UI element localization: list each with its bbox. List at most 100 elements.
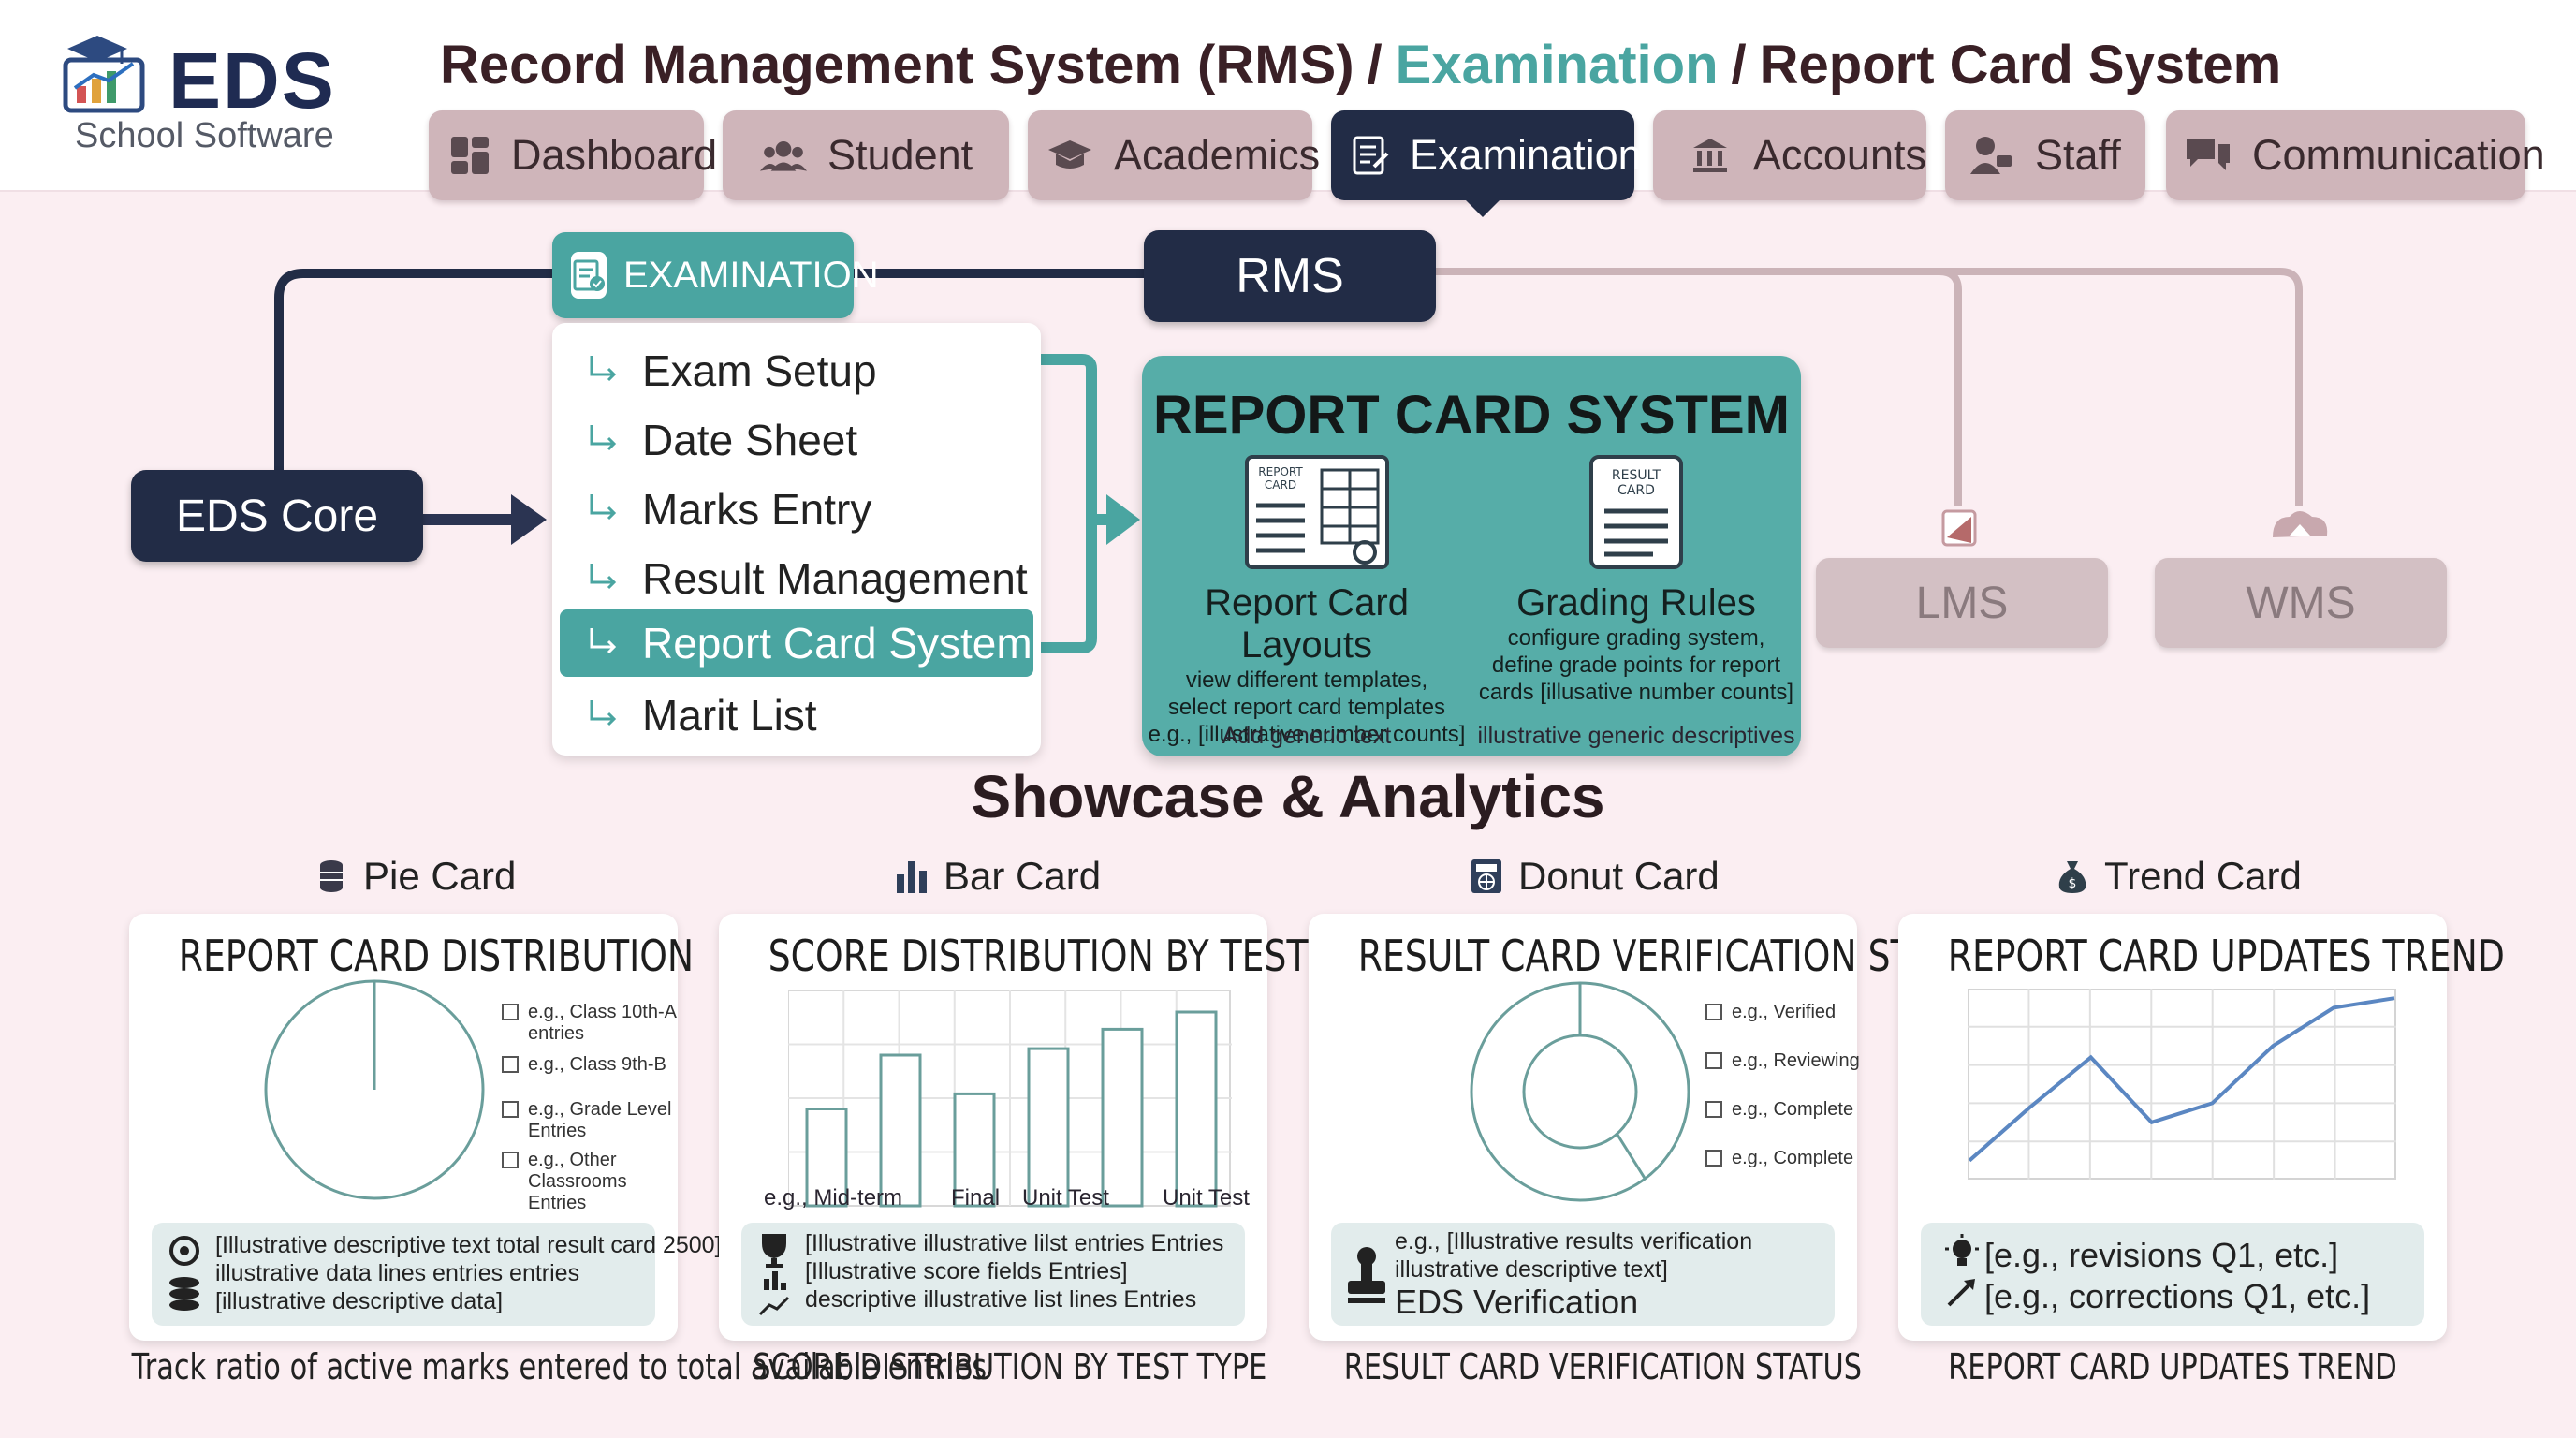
bar	[1101, 1027, 1144, 1208]
legend-item[interactable]: e.g., Verified	[1705, 1002, 1893, 1023]
card-caption: SCORE DISTRIBUTION BY TEST TYPE	[753, 1346, 1267, 1387]
info-line: [Illustrative descriptive text total res…	[215, 1232, 722, 1258]
pie-chart[interactable]	[262, 977, 487, 1202]
trend-line	[1968, 996, 2395, 1163]
nav-tab-staff[interactable]: Staff	[1945, 110, 2145, 200]
trend-info-box: [e.g., revisions Q1, etc.] [e.g., correc…	[1921, 1223, 2424, 1326]
legend-text: Entries	[528, 1121, 587, 1141]
menu-item-marks-entry[interactable]: Marks Entry	[560, 477, 1033, 542]
legend-checkbox[interactable]	[1705, 1052, 1722, 1069]
sub-arrow-icon	[590, 628, 617, 654]
menu-item-label: Result Management	[642, 554, 1028, 603]
info-line: [illustrative descriptive data]	[215, 1288, 504, 1314]
grading-heading: Grading Rules	[1516, 582, 1756, 624]
plot-frame	[1968, 989, 2396, 1180]
nav-tab-academics[interactable]: Academics	[1028, 110, 1320, 200]
info-line: [e.g., revisions Q1, etc.]	[1984, 1236, 2339, 1274]
donut-chart[interactable]	[1468, 979, 1692, 1204]
examination-header[interactable]: EXAMINATION	[552, 232, 879, 318]
card-caption: REPORT CARD UPDATES TREND	[1948, 1346, 2397, 1387]
menu-item-date-sheet[interactable]: Date Sheet	[560, 407, 1033, 473]
bar-x-label: Unit Test	[1022, 1185, 1109, 1211]
nav-label: Staff	[2035, 131, 2121, 179]
rms-node[interactable]: RMS	[1144, 230, 1436, 322]
nav-tab-student[interactable]: Student	[723, 110, 1009, 200]
result-card-icon-text-2: CARD	[1617, 483, 1655, 498]
grading-desc-2: define grade points for report	[1491, 653, 1781, 678]
bar-info-box: [Illustrative illustrative lilst entries…	[741, 1223, 1245, 1326]
showcase-title: Showcase & Analytics	[971, 763, 1605, 830]
nav-label: Accounts	[1752, 131, 1926, 179]
bar-chart[interactable]	[788, 985, 1232, 1210]
trend-card[interactable]: REPORT CARD UPDATES TREND [e.g., revisio…	[1898, 914, 2505, 1341]
card-label-text: Bar Card	[944, 854, 1102, 898]
legend-item[interactable]: e.g., Complete	[1705, 1099, 1893, 1121]
report-card-layouts[interactable]: Report Card Layouts view different templ…	[1142, 575, 1471, 748]
menu-item-result-management[interactable]: Result Management	[560, 546, 1033, 611]
layouts-desc-3: e.g., [illustrative number counts]	[1148, 722, 1466, 747]
lightbulb-icon	[1945, 1234, 1979, 1307]
svg-text:$: $	[2069, 876, 2077, 891]
nav-tab-dashboard[interactable]: Dashboard	[429, 110, 717, 200]
sub-arrow-icon	[590, 700, 617, 726]
eds-logo-icon[interactable]	[60, 32, 157, 114]
chat-icon	[2185, 132, 2232, 179]
menu-item-report-card-system[interactable]: Report Card System	[560, 609, 1033, 677]
users-icon	[760, 132, 807, 179]
legend-checkbox[interactable]	[502, 1152, 519, 1168]
lms-node[interactable]: LMS	[1816, 558, 2108, 648]
menu-item-label: Date Sheet	[642, 416, 858, 464]
bar-x-label: Unit Test	[1163, 1185, 1250, 1211]
legend-item[interactable]: e.g., Complete	[1705, 1148, 1893, 1169]
eds-core-node[interactable]: EDS Core	[131, 470, 423, 562]
database-icon	[169, 1236, 199, 1311]
legend-text: e.g., Complete	[1732, 1148, 1854, 1168]
donut-card[interactable]: RESULT CARD VERIFICATION STATUS e.g., Ve…	[1309, 914, 2000, 1341]
legend-text: e.g., Grade Level	[528, 1099, 672, 1120]
card-title: SCORE DISTRIBUTION BY TEST TYPE	[768, 931, 1407, 981]
examination-submenu: Exam Setup Date Sheet Marks Entry Result…	[552, 323, 1041, 756]
legend-checkbox[interactable]	[1705, 1101, 1722, 1118]
bar	[879, 1053, 922, 1208]
trend-line-chart[interactable]	[1968, 989, 2396, 1180]
card-title: REPORT CARD UPDATES TREND	[1947, 931, 2505, 981]
legend-checkbox[interactable]	[502, 1004, 519, 1020]
breadcrumb-separator: /	[1731, 35, 1747, 95]
card-label-text: Donut Card	[1518, 854, 1720, 898]
grading-rules[interactable]: Grading Rules configure grading system, …	[1471, 575, 1801, 706]
exam-sheet-icon	[571, 252, 607, 299]
menu-item-marit-list[interactable]: Marit List	[560, 682, 1033, 748]
nav-tab-communication[interactable]: Communication	[2166, 110, 2545, 200]
donut-info-box: e.g., [Illustrative results verification…	[1331, 1223, 1835, 1326]
coins-icon	[320, 860, 343, 892]
card-title: REPORT CARD DISTRIBUTION	[178, 931, 695, 981]
pie-card[interactable]: REPORT CARD DISTRIBUTION e.g., Class 10t…	[129, 914, 722, 1341]
info-line: illustrative data lines entries entries	[215, 1260, 580, 1286]
legend-text: e.g., Complete	[1732, 1099, 1854, 1120]
legend-item[interactable]: e.g., Class 9th-B	[502, 1054, 689, 1076]
result-card-icon-text-1: RESULT	[1612, 468, 1661, 483]
bar-x-label: e.g., Mid-term	[764, 1185, 903, 1211]
legend-checkbox[interactable]	[502, 1101, 519, 1118]
breadcrumb-current[interactable]: Examination	[1395, 35, 1719, 95]
menu-item-exam-setup[interactable]: Exam Setup	[560, 338, 1033, 404]
legend-item[interactable]: e.g., Reviewing	[1705, 1050, 1893, 1072]
nav-tab-examination[interactable]: Examination	[1331, 110, 1642, 217]
stamp-icon	[1348, 1247, 1385, 1303]
wms-node[interactable]: WMS	[2155, 558, 2447, 648]
bar	[953, 1092, 996, 1208]
legend-checkbox[interactable]	[1705, 1004, 1722, 1020]
bar-card[interactable]: SCORE DISTRIBUTION BY TEST TYPE e.g., Mi…	[719, 914, 1407, 1341]
breadcrumb-root[interactable]: Record Management System (RMS)	[440, 35, 1354, 95]
sub-arrow-icon	[590, 425, 617, 451]
legend-checkbox[interactable]	[502, 1056, 519, 1073]
nav-label: Student	[827, 131, 973, 179]
bank-icon	[1689, 132, 1733, 179]
legend-checkbox[interactable]	[1705, 1150, 1722, 1167]
card-label-text: Pie Card	[363, 854, 517, 898]
nav-tab-accounts[interactable]: Accounts	[1653, 110, 1926, 200]
sub-arrow-icon	[590, 494, 617, 521]
